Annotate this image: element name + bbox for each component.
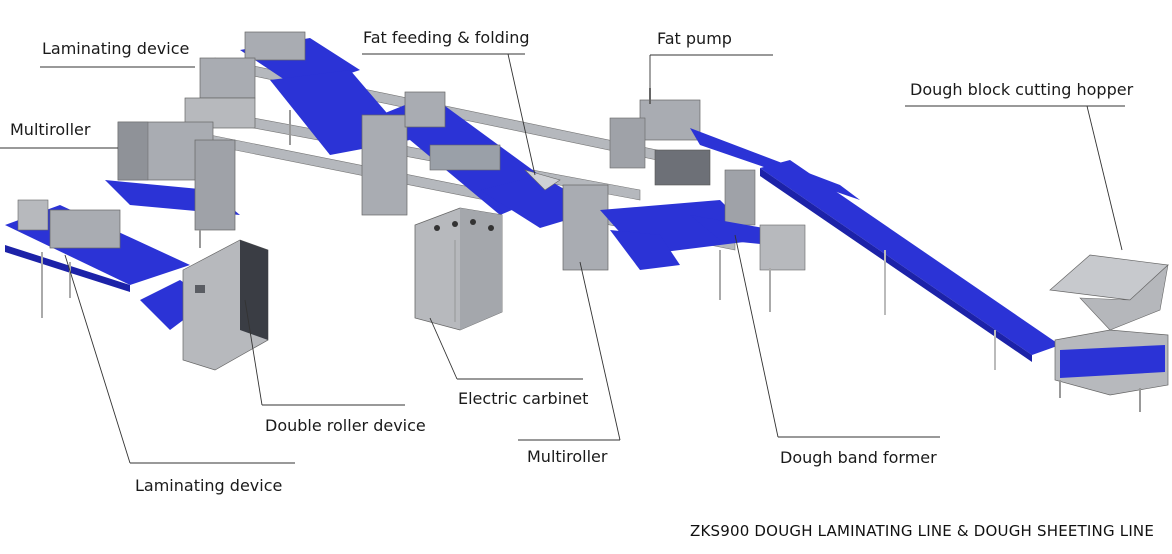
label-electric-cabinet: Electric carbinet	[458, 389, 589, 408]
electric-cabinet-machine	[414, 207, 503, 331]
inclined-conveyor	[760, 160, 1060, 370]
multiroller-left-machine	[105, 121, 240, 248]
label-dough-band-former: Dough band former	[780, 448, 937, 467]
label-multiroller-bottom: Multiroller	[527, 447, 608, 466]
label-dough-block-cutting-hopper: Dough block cutting hopper	[910, 80, 1134, 99]
dough-band-former-machine	[690, 169, 806, 312]
leader-lines	[0, 53, 1125, 464]
dough-block-cutting-hopper-machine	[1049, 254, 1169, 412]
label-multiroller-left: Multiroller	[10, 120, 91, 139]
laminating-device-bottom-machine	[5, 199, 210, 330]
label-double-roller-device: Double roller device	[265, 416, 426, 435]
multiroller-center-machine	[562, 184, 760, 271]
double-roller-device-machine	[182, 239, 269, 371]
label-fat-pump: Fat pump	[657, 29, 732, 48]
label-laminating-device-bottom: Laminating device	[135, 476, 283, 495]
diagram-title: ZKS900 DOUGH LAMINATING LINE & DOUGH SHE…	[690, 522, 1155, 540]
fat-feeding-folding-machine	[361, 91, 600, 228]
laminating-device-top-machine	[184, 31, 410, 155]
label-fat-feeding-folding: Fat feeding & folding	[363, 28, 530, 47]
label-laminating-device-top: Laminating device	[42, 39, 190, 58]
